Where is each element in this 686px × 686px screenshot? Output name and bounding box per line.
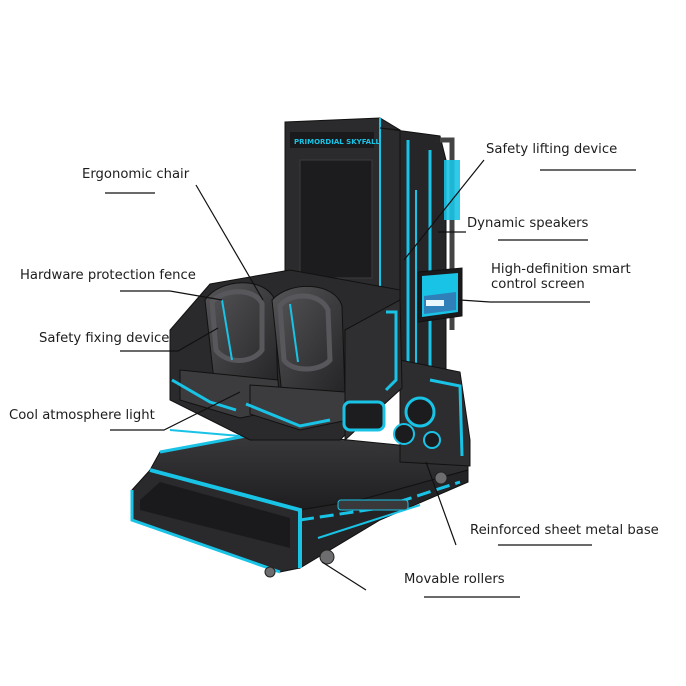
leader-ergonomic-chair-pointer bbox=[195, 184, 264, 301]
label-hardware-protection-fence: Hardware protection fence bbox=[20, 268, 196, 283]
label-safety-fixing-device: Safety fixing device bbox=[39, 331, 170, 346]
label-hd-screen-line2: control screen bbox=[491, 277, 585, 292]
leader-safety-fixing bbox=[120, 327, 219, 352]
speaker bbox=[404, 396, 436, 428]
roller-rear bbox=[434, 471, 448, 485]
base-platform bbox=[130, 430, 469, 578]
backboard-title: PRIMORDIAL SKYFALL bbox=[294, 138, 381, 146]
lifting-rail bbox=[440, 137, 455, 330]
label-dynamic-speakers: Dynamic speakers bbox=[467, 216, 589, 231]
leader-atmosphere-light bbox=[110, 391, 241, 431]
atmosphere-light bbox=[169, 429, 241, 437]
label-ergonomic-chair: Ergonomic chair bbox=[82, 167, 190, 182]
label-safety-lifting-device: Safety lifting device bbox=[486, 142, 618, 157]
roller-front bbox=[319, 549, 335, 565]
label-cool-atmosphere-light: Cool atmosphere light bbox=[9, 408, 155, 423]
leader-lines bbox=[105, 159, 636, 598]
seat-assembly bbox=[169, 269, 403, 442]
label-reinforced-base: Reinforced sheet metal base bbox=[470, 523, 659, 538]
label-hd-smart-control-screen: High-definition smart control screen bbox=[491, 262, 631, 292]
label-movable-rollers: Movable rollers bbox=[404, 572, 505, 587]
rear-tower: PRIMORDIAL SKYFALL bbox=[284, 117, 471, 467]
label-hd-screen-line1: High-definition smart bbox=[491, 262, 631, 277]
control-screen bbox=[417, 267, 463, 323]
leader-base-pointer bbox=[425, 461, 457, 546]
leader-fence-pointer bbox=[169, 290, 223, 301]
leader-rollers-pointer bbox=[321, 561, 367, 591]
leader-lifting-pointer bbox=[403, 159, 485, 261]
leader-screen-pointer bbox=[459, 299, 491, 303]
